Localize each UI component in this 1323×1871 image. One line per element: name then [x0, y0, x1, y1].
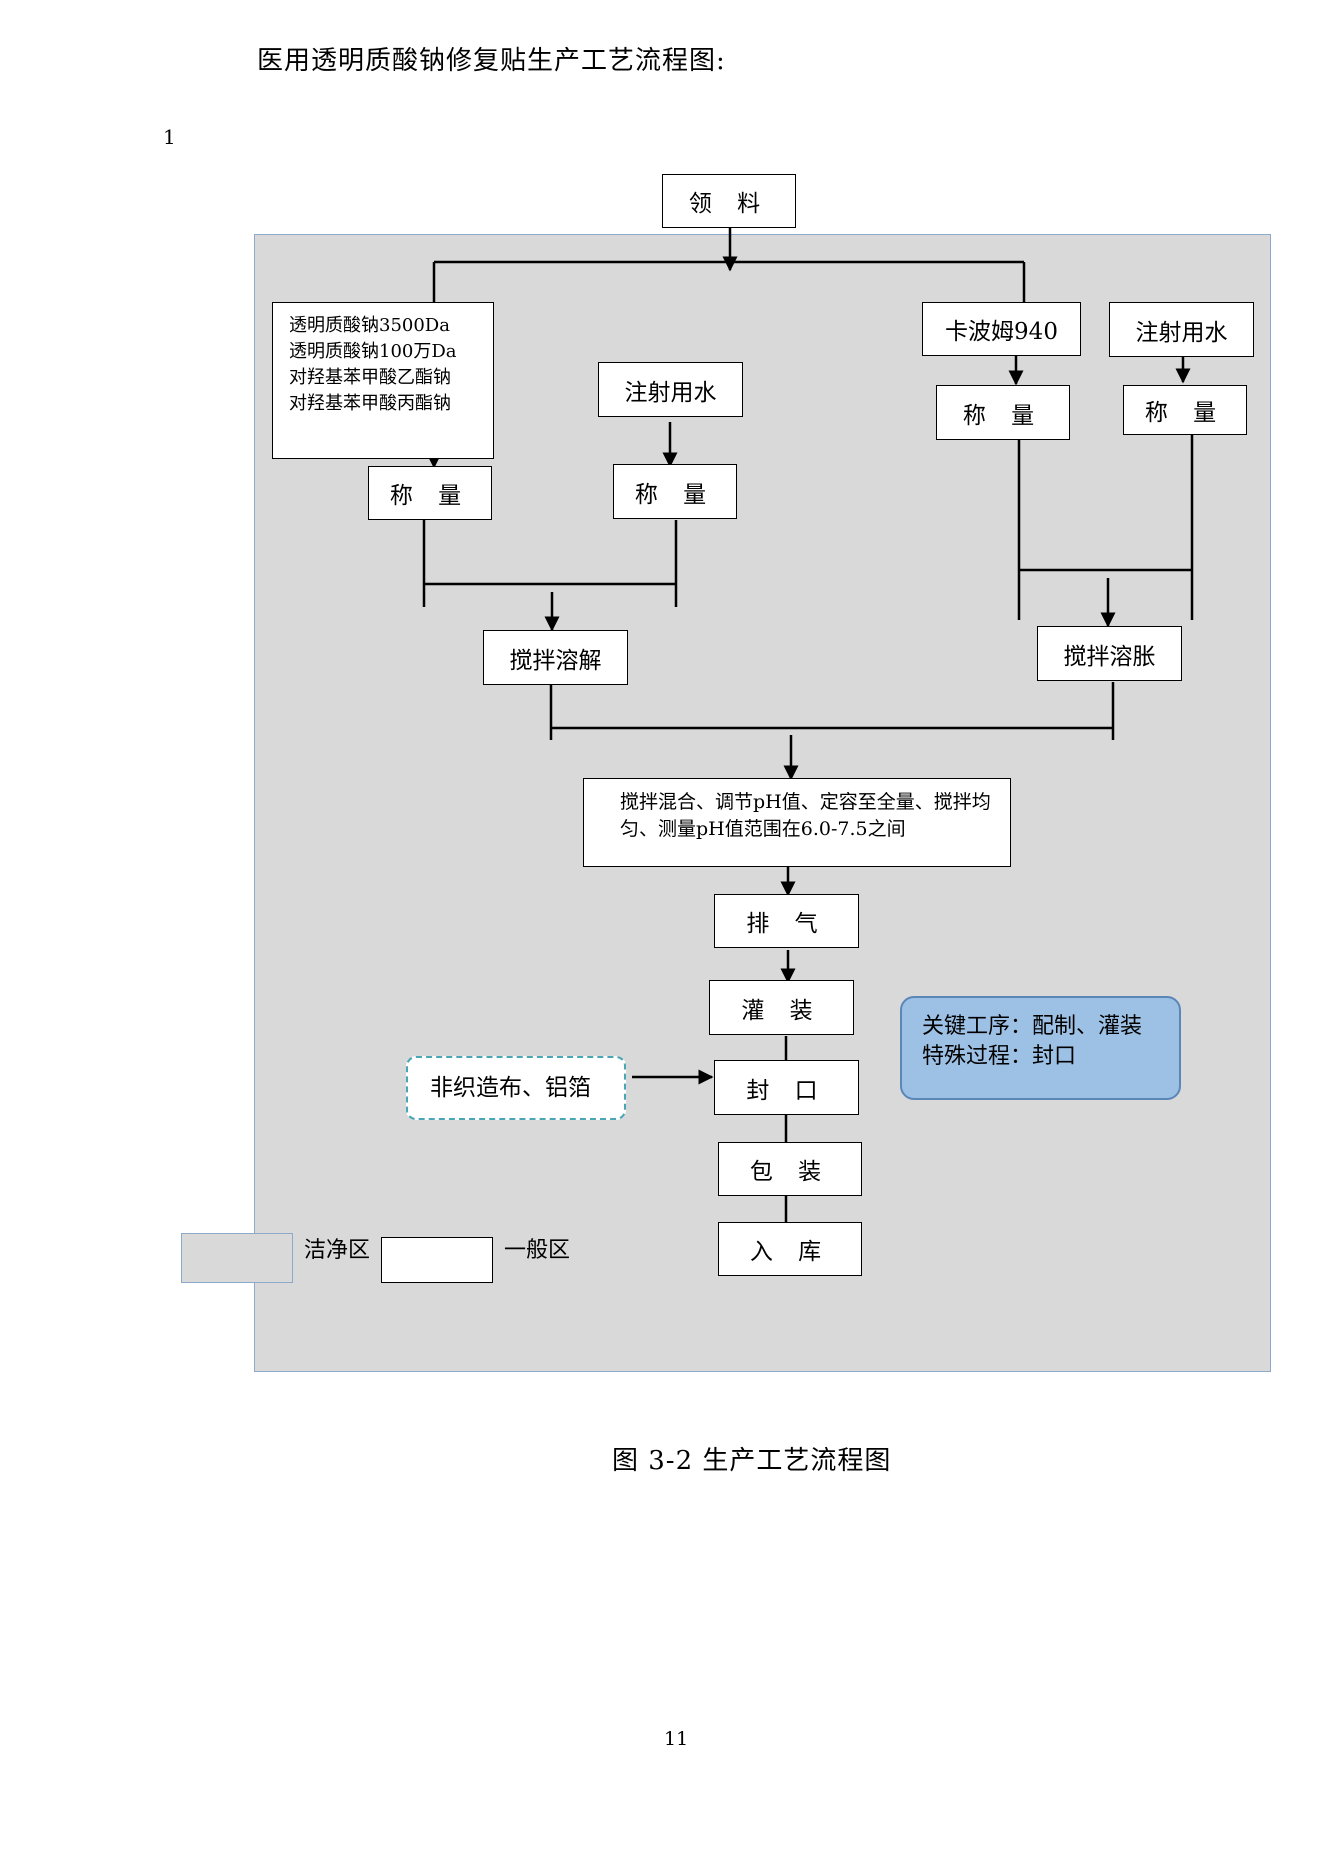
- material-item: 透明质酸钠3500Da: [289, 315, 450, 336]
- legend-label-general: 一般区: [504, 1238, 571, 1263]
- material-item: 对羟基苯甲酸乙酯钠: [289, 367, 451, 388]
- material-item: 对羟基苯甲酸丙酯钠: [289, 393, 451, 414]
- node-water-for-injection-left: 注射用水: [598, 362, 743, 417]
- node-stir-swell: 搅拌溶胀: [1037, 626, 1182, 681]
- node-carbomer: 卡波姆940: [922, 302, 1081, 356]
- node-filling: 灌 装: [709, 980, 854, 1035]
- legend-swatch-general: [381, 1237, 493, 1283]
- legend-swatch-clean: [181, 1233, 293, 1283]
- node-packaging: 包 装: [718, 1142, 862, 1196]
- node-seal-material: 非织造布、铝箔: [406, 1056, 626, 1120]
- margin-number: 1: [163, 125, 176, 149]
- figure-caption: 图 3-2 生产工艺流程图: [612, 1446, 892, 1476]
- node-degas: 排 气: [714, 894, 859, 948]
- node-stir-dissolve: 搅拌溶解: [483, 630, 628, 685]
- page-number: 11: [664, 1728, 689, 1750]
- note-special-process: 特殊过程：封口: [922, 1044, 1077, 1069]
- node-sealing: 封 口: [714, 1060, 859, 1115]
- legend-label-clean: 洁净区: [304, 1238, 371, 1263]
- node-weigh-water-right: 称 量: [1123, 385, 1247, 435]
- node-mix-adjust-ph: 搅拌混合、调节pH值、定容至全量、搅拌均匀、测量pH值范围在6.0-7.5之间: [583, 778, 1011, 867]
- note-key-process: 关键工序：配制、灌装: [922, 1014, 1143, 1039]
- material-item: 透明质酸钠100万Da: [289, 341, 457, 362]
- node-weigh-carbomer: 称 量: [936, 385, 1070, 440]
- key-process-note: 关键工序：配制、灌装 特殊过程：封口: [900, 996, 1181, 1100]
- page-heading: 医用透明质酸钠修复贴生产工艺流程图:: [257, 46, 726, 76]
- node-raw-materials: 透明质酸钠3500Da 透明质酸钠100万Da 对羟基苯甲酸乙酯钠 对羟基苯甲酸…: [272, 302, 494, 459]
- node-weigh-water-left: 称 量: [613, 464, 737, 519]
- node-receive-materials: 领 料: [662, 174, 796, 228]
- node-water-for-injection-right: 注射用水: [1109, 302, 1254, 357]
- node-warehousing: 入 库: [718, 1222, 862, 1276]
- node-weigh-materials: 称 量: [368, 466, 492, 520]
